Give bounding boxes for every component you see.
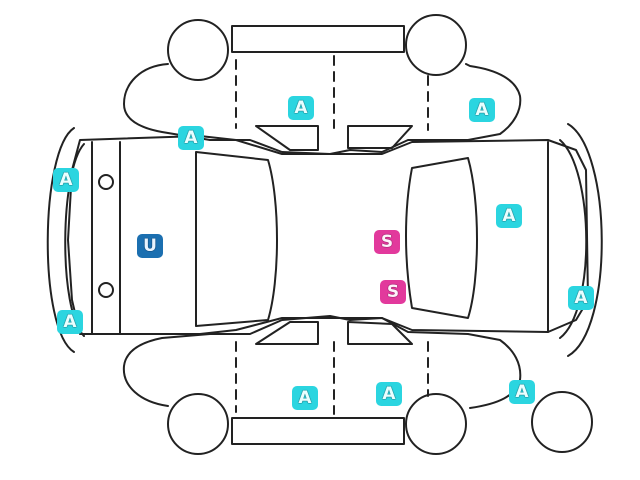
- marker-rear-bottom-quarter: A: [292, 386, 318, 410]
- bottom-spare-circle: [531, 391, 593, 453]
- front-bumper-arc-inner: [559, 139, 588, 339]
- marker-front-top-fender: A: [178, 126, 204, 150]
- top-window-rear: [255, 125, 319, 151]
- top-window-front: [347, 125, 413, 149]
- bottom-rocker: [231, 417, 405, 445]
- marker-rear-bumper-lower: A: [57, 310, 83, 334]
- top-side-view: [123, 14, 522, 155]
- marker-trunk-lid: U: [137, 234, 163, 258]
- marker-roof-center-upper: S: [374, 230, 400, 254]
- front-bumper-arc-outer: [567, 123, 603, 357]
- marker-rear-top-door: A: [469, 98, 495, 122]
- top-down-view: [46, 123, 603, 357]
- windshield: [405, 157, 478, 319]
- bottom-window-rear: [255, 321, 319, 345]
- rear-window: [195, 151, 278, 327]
- top-left-wheel: [167, 19, 229, 81]
- marker-hood: A: [496, 204, 522, 228]
- top-rocker: [231, 25, 405, 53]
- bottom-window-front: [347, 321, 413, 345]
- top-body-outline: [123, 63, 522, 155]
- marker-roof-rear-left: A: [53, 168, 79, 192]
- bottom-left-wheel: [167, 393, 229, 455]
- marker-front-bottom-fender: A: [509, 380, 535, 404]
- marker-front-bumper: A: [568, 286, 594, 310]
- top-right-wheel: [405, 14, 467, 76]
- rear-bumper-arc-outer: [46, 127, 75, 353]
- tail-light-upper: [98, 174, 114, 190]
- tail-light-lower: [98, 282, 114, 298]
- marker-rear-bottom-door: A: [376, 382, 402, 406]
- marker-roof-center-lower: S: [380, 280, 406, 304]
- marker-rear-top-quarter: A: [288, 96, 314, 120]
- bottom-right-wheel: [405, 393, 467, 455]
